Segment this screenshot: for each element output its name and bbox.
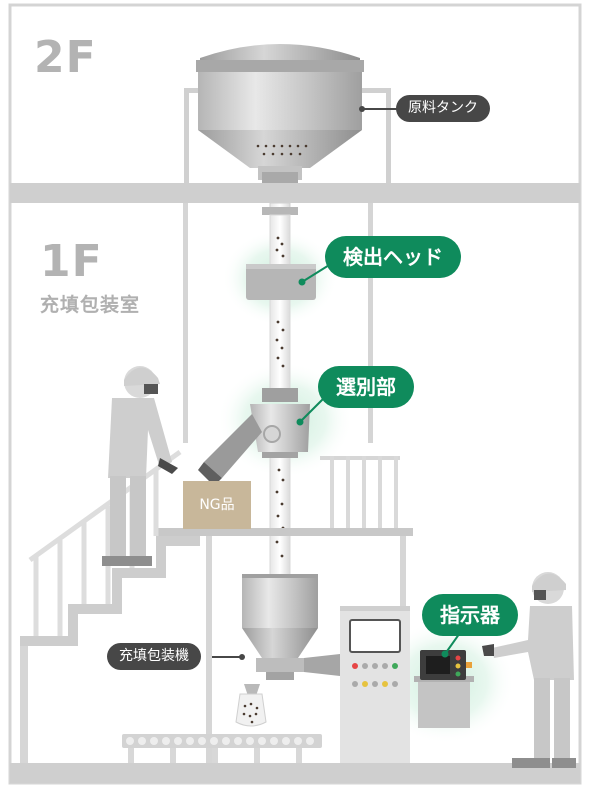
tank-particles: [256, 144, 308, 156]
ground-floor: [10, 763, 580, 783]
tank-pointer-dot: [359, 106, 365, 112]
detect-head-callout: 検出ヘッド: [325, 236, 461, 278]
filling-machine: [235, 574, 340, 727]
room-label: 充填包装室: [40, 294, 141, 316]
detect-pointer-dot: [298, 278, 306, 286]
tank-callout: 原料タンク: [396, 95, 490, 122]
pipe-main: [269, 214, 291, 391]
filler-pointer-dot: [239, 654, 245, 660]
ng-box-shape: [183, 481, 251, 529]
conveyor: [122, 734, 322, 763]
pipe-flange: [262, 207, 298, 215]
sorter-unit: [198, 388, 310, 486]
sorter-pointer-dot: [296, 418, 304, 426]
floor-slab: [10, 183, 580, 203]
staircase: [20, 449, 200, 763]
indicator-pointer-dot: [441, 650, 449, 658]
worker-right: [482, 572, 576, 768]
control-cabinet: [340, 606, 410, 763]
detection-head: [246, 264, 316, 300]
filler-callout: 充填包装機: [107, 643, 201, 670]
platform-supports: [183, 203, 373, 443]
ng-box-label: NG品: [199, 497, 235, 513]
floor-label-1f: 1F: [40, 236, 103, 287]
indicator-callout: 指示器: [422, 594, 518, 636]
worker-left: [102, 366, 178, 566]
indicator-device: [414, 650, 474, 728]
floor-label-2f: 2F: [34, 32, 97, 83]
raw-material-tank: [196, 44, 364, 183]
pipe-lower: [269, 454, 291, 576]
sorter-callout: 選別部: [318, 366, 414, 408]
